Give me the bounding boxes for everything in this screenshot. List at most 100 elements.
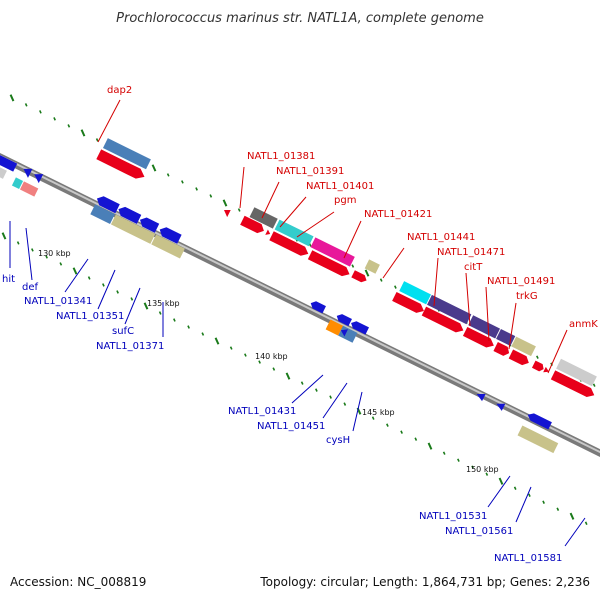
label-cysh[interactable]: cysH — [326, 435, 350, 446]
scale-dot — [166, 173, 170, 177]
gene-feature[interactable] — [335, 312, 352, 327]
gene-feature[interactable] — [531, 360, 545, 373]
gene-feature[interactable] — [116, 205, 142, 224]
gene-feature[interactable] — [90, 204, 115, 224]
label-natl1-01341[interactable]: NATL1_01341 — [24, 296, 92, 307]
gene-feature[interactable] — [0, 152, 18, 172]
scale-dot — [457, 458, 460, 462]
scale-dot — [371, 416, 375, 420]
label-pgm[interactable]: pgm — [334, 195, 356, 206]
label-natl1-01371[interactable]: NATL1_01371 — [96, 341, 164, 352]
gene-feature[interactable] — [364, 259, 380, 274]
gene-feature[interactable] — [11, 177, 24, 190]
gene-feature[interactable] — [95, 194, 120, 214]
gene-feature[interactable] — [102, 138, 151, 170]
genome-backbone — [0, 153, 600, 457]
gene-feature[interactable] — [310, 237, 355, 267]
gene-feature[interactable] — [21, 165, 33, 178]
label-natl1-01581[interactable]: NATL1_01581 — [494, 553, 562, 564]
gene-feature[interactable] — [96, 149, 147, 181]
gene-feature[interactable] — [351, 270, 368, 284]
gene-feature[interactable] — [517, 425, 559, 454]
label-dap2[interactable]: dap2 — [107, 85, 132, 96]
gene-feature[interactable] — [556, 358, 597, 387]
gene-feature[interactable] — [307, 250, 352, 278]
label-leaders-forward — [97, 99, 568, 374]
scale-dot — [1, 232, 7, 240]
scale-dot — [158, 311, 162, 315]
scale-dot — [351, 264, 355, 268]
gene-feature[interactable] — [274, 219, 314, 247]
scale-dot — [181, 180, 184, 184]
gene-feature[interactable] — [222, 207, 231, 218]
label-natl1-01531[interactable]: NATL1_01531 — [419, 511, 487, 522]
label-sufc[interactable]: sufC — [112, 326, 134, 337]
gene-feature[interactable] — [543, 366, 550, 375]
scale-dot — [471, 465, 474, 469]
scale-dot — [72, 267, 78, 275]
gene-feature[interactable] — [269, 231, 310, 258]
label-natl1-01441[interactable]: NATL1_01441 — [407, 232, 475, 243]
label-citt[interactable]: citT — [464, 262, 483, 273]
gene-feature[interactable] — [32, 171, 44, 184]
gene-feature[interactable] — [421, 306, 466, 335]
gene-feature[interactable] — [309, 299, 326, 314]
scale-dot — [116, 290, 119, 294]
gene-feature[interactable] — [493, 342, 511, 358]
label-natl1-01351[interactable]: NATL1_01351 — [56, 311, 124, 322]
scale-dot — [31, 248, 34, 252]
gene-feature[interactable] — [157, 225, 182, 244]
label-natl1-01431[interactable]: NATL1_01431 — [228, 406, 296, 417]
label-natl1-01561[interactable]: NATL1_01561 — [445, 526, 513, 537]
gene-feature[interactable] — [265, 229, 271, 236]
gene-feature[interactable] — [427, 294, 472, 325]
gene-feature[interactable] — [325, 319, 344, 336]
gene-feature[interactable] — [526, 411, 552, 430]
gene-feature[interactable] — [19, 181, 39, 197]
label-natl1-01491[interactable]: NATL1_01491 — [487, 276, 555, 287]
gene-feature[interactable] — [110, 214, 156, 244]
gene-feature[interactable] — [249, 207, 278, 229]
scale-dot — [237, 208, 241, 212]
gene-feature[interactable] — [508, 349, 531, 368]
scale-dot — [201, 332, 205, 336]
label-natl1-01401[interactable]: NATL1_01401 — [306, 181, 374, 192]
scale-dot — [59, 262, 63, 266]
label-hit[interactable]: hit — [2, 274, 15, 285]
label-def[interactable]: def — [22, 282, 39, 293]
label-natl1-01381[interactable]: NATL1_01381 — [247, 151, 315, 162]
gene-feature[interactable] — [138, 215, 160, 233]
scale-dot — [229, 346, 233, 350]
gene-feature[interactable] — [475, 390, 486, 402]
label-natl1-01451[interactable]: NATL1_01451 — [257, 421, 325, 432]
scale-dot — [343, 402, 347, 406]
scale-label-150: 150 kbp — [466, 465, 499, 474]
gene-feature[interactable] — [399, 281, 432, 305]
scale-dot — [584, 521, 588, 525]
label-trkg[interactable]: trkG — [516, 291, 538, 302]
gene-feature[interactable] — [392, 291, 426, 316]
gene-feature[interactable] — [349, 319, 369, 335]
scale-label-145: 145 kbp — [362, 408, 395, 417]
gene-feature[interactable] — [468, 315, 501, 339]
gene-feature[interactable] — [511, 336, 536, 357]
map-title: Prochlorococcus marinus str. NATL1A, com… — [116, 11, 484, 26]
gene-feature[interactable] — [462, 326, 496, 350]
scale-dot — [364, 269, 370, 277]
label-natl1-01471[interactable]: NATL1_01471 — [437, 247, 505, 258]
label-anmk[interactable]: anmK — [569, 319, 598, 330]
scale-dot — [222, 199, 228, 207]
gene-feature[interactable] — [240, 215, 266, 236]
gene-feature[interactable] — [151, 234, 185, 259]
scale-dot — [187, 325, 190, 329]
scale-dot — [195, 187, 198, 191]
scale-labels: 130 kbp 135 kbp 140 kbp 145 kbp 150 kbp — [38, 249, 499, 474]
label-natl1-01421[interactable]: NATL1_01421 — [364, 209, 432, 220]
scale-dot — [16, 241, 20, 245]
gene-feature[interactable] — [495, 400, 506, 411]
label-natl1-01391[interactable]: NATL1_01391 — [276, 166, 344, 177]
gene-feature[interactable] — [550, 370, 597, 399]
gene-feature[interactable] — [339, 327, 348, 337]
